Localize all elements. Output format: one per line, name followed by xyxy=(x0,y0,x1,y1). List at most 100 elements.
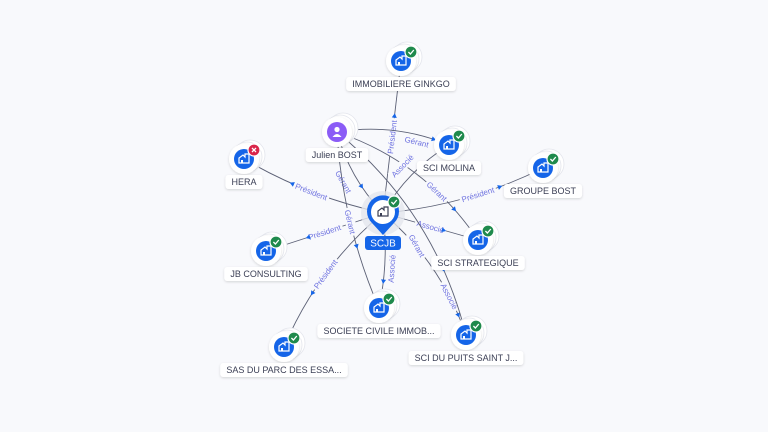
arrow-icon xyxy=(381,279,387,285)
nodes-layer: IMMOBILIERE GINKGO Julien BOST SCI MOLINA H… xyxy=(220,41,583,377)
node-label-bg xyxy=(431,256,525,270)
edge-label-bg xyxy=(437,279,462,313)
node-ginkgo[interactable]: IMMOBILIERE GINKGO xyxy=(346,41,456,91)
arrow-icon xyxy=(455,312,460,318)
node-label-bg xyxy=(408,351,524,365)
node-label: SAS DU PARC DES ESSA... xyxy=(226,365,341,375)
edge-label-bg xyxy=(458,183,498,205)
node-label-bg xyxy=(224,267,308,281)
arrow-icon xyxy=(497,185,503,190)
verified-check-icon xyxy=(287,331,301,345)
verified-check-icon xyxy=(546,152,560,166)
node-puits[interactable]: SCI DU PUITS SAINT J... xyxy=(408,315,524,365)
node-label-bg xyxy=(225,175,263,189)
verified-check-icon xyxy=(404,45,418,59)
edge-label: Président xyxy=(294,182,329,203)
building-door xyxy=(540,169,542,172)
node-groupe[interactable]: GROUPE BOST xyxy=(503,148,583,198)
node-hera[interactable]: HERA xyxy=(225,139,266,189)
building-door xyxy=(463,336,465,339)
arrow-icon xyxy=(289,182,295,187)
edge-label-bg xyxy=(304,221,345,243)
node-scjb-center[interactable]: SCJB xyxy=(361,191,405,250)
building-icon xyxy=(377,206,389,217)
building-door xyxy=(446,146,448,149)
edge-label-bg xyxy=(423,177,451,205)
arrow-icon xyxy=(431,136,437,142)
node-label: SOCIETE CIVILE IMMOB... xyxy=(323,326,434,336)
center-label: SCJB xyxy=(370,239,396,250)
edge-label-bg xyxy=(342,206,359,237)
node-label: HERA xyxy=(231,177,256,187)
verified-check-icon xyxy=(382,292,396,306)
building-door xyxy=(475,241,477,244)
node-sas[interactable]: SAS DU PARC DES ESSA... xyxy=(220,327,348,377)
edge-label-bg xyxy=(413,217,448,236)
node-label: SCI STRATEGIQUE xyxy=(437,258,518,268)
person-icon xyxy=(332,126,342,137)
edge-label-bg xyxy=(332,167,355,197)
edge-label: Associé xyxy=(387,254,398,283)
edge-label: Président xyxy=(461,185,497,204)
edge-label: Associé xyxy=(439,282,460,311)
edge-label-bg xyxy=(401,133,432,150)
building-icon xyxy=(395,55,407,66)
building-door xyxy=(241,160,243,163)
verified-check-icon xyxy=(387,195,401,209)
node-label-bg xyxy=(346,77,456,91)
arrow-icon xyxy=(451,206,457,212)
node-sci_immo[interactable]: SOCIETE CIVILE IMMOB... xyxy=(317,288,441,338)
edge-label-bg xyxy=(310,255,341,293)
node-strat[interactable]: SCI STRATEGIQUE xyxy=(431,220,525,270)
node-label-bg xyxy=(416,161,482,175)
building-door xyxy=(263,252,265,255)
verified-check-icon xyxy=(481,224,495,238)
edge-label: Associé xyxy=(390,153,416,180)
arrow-icon xyxy=(441,227,447,233)
edge-label-bg xyxy=(387,150,418,181)
node-label: SCI MOLINA xyxy=(423,163,475,173)
edge-label-bg xyxy=(405,230,429,261)
arrow-icon xyxy=(310,290,316,296)
building-icon xyxy=(472,234,484,245)
edge-label: Gérant xyxy=(333,169,353,195)
node-label: IMMOBILIERE GINKGO xyxy=(352,79,450,89)
error-x-icon xyxy=(247,143,261,157)
edge-label: Gérant xyxy=(407,233,427,259)
building-door xyxy=(281,348,283,351)
edge-label-bg xyxy=(291,180,331,204)
edge-label: Associé xyxy=(416,219,446,235)
edge-line xyxy=(336,131,479,241)
building-door xyxy=(376,309,378,312)
building-icon xyxy=(238,153,250,164)
edge-label: Président xyxy=(312,257,340,290)
arrow-icon xyxy=(358,183,364,189)
building-door xyxy=(380,213,382,216)
building-icon xyxy=(278,341,290,352)
node-label-bg xyxy=(317,324,441,338)
node-label-bg xyxy=(220,363,348,377)
building-icon xyxy=(260,245,272,256)
edge-label: Président xyxy=(307,223,343,242)
node-label-bg xyxy=(305,148,369,162)
node-jbc[interactable]: JB CONSULTING xyxy=(224,231,308,281)
verified-check-icon xyxy=(452,129,466,143)
center-label-bg xyxy=(365,236,401,250)
building-icon xyxy=(373,302,385,313)
node-label: SCI DU PUITS SAINT J... xyxy=(415,353,518,363)
node-label: Julien BOST xyxy=(312,150,363,160)
node-label: JB CONSULTING xyxy=(230,269,301,279)
building-icon xyxy=(460,329,472,340)
node-label-bg xyxy=(503,184,583,198)
building-door xyxy=(398,62,400,65)
edge-label-bg xyxy=(385,252,398,286)
arrow-icon xyxy=(305,234,311,240)
node-julien[interactable]: Julien BOST xyxy=(305,112,369,162)
building-icon xyxy=(537,162,549,173)
verified-check-icon xyxy=(469,319,483,333)
building-icon xyxy=(443,139,455,150)
node-molina[interactable]: SCI MOLINA xyxy=(416,125,482,175)
verified-check-icon xyxy=(269,235,283,249)
arrow-icon xyxy=(391,113,397,119)
